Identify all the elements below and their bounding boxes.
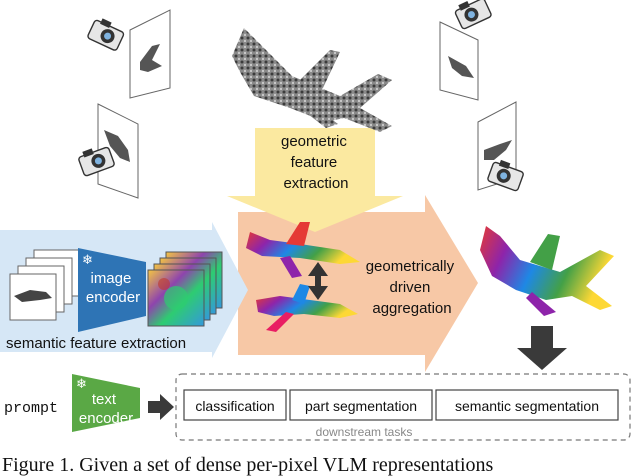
view-bottom-left bbox=[97, 103, 139, 199]
image-encoder-label: image encoder bbox=[86, 270, 140, 306]
task-semantic-segmentation-label: semantic segmentation bbox=[455, 398, 599, 414]
camera-icon bbox=[78, 146, 115, 177]
input-image-stack bbox=[9, 249, 81, 321]
task-classification bbox=[183, 389, 287, 421]
right-arrow-icon bbox=[148, 394, 174, 420]
text-encoder-label: text encoder bbox=[79, 391, 133, 427]
frozen-icon: ❄ bbox=[76, 376, 87, 391]
down-arrow-icon bbox=[517, 326, 567, 370]
segmented-airplane bbox=[480, 226, 614, 316]
double-arrow-icon bbox=[308, 262, 328, 300]
geometric-arrow bbox=[227, 128, 403, 232]
geometric-label: geometric feature extraction bbox=[281, 133, 351, 192]
downstream-label: downstream tasks bbox=[316, 425, 413, 439]
camera-icon bbox=[487, 159, 524, 192]
task-part-segmentation bbox=[289, 389, 433, 421]
camera-icon bbox=[87, 18, 125, 51]
figure-caption: Figure 1. Given a set of dense per-pixel… bbox=[2, 454, 494, 476]
downstream-box bbox=[175, 373, 631, 441]
aggregation-panel bbox=[238, 195, 478, 372]
view-top-left bbox=[129, 9, 171, 99]
image-encoder bbox=[78, 248, 146, 332]
prompt-label: prompt bbox=[4, 400, 58, 417]
text-encoder bbox=[72, 374, 140, 432]
view-top-right bbox=[439, 21, 479, 101]
semantic-feature-label: semantic feature extraction bbox=[6, 335, 186, 352]
aggregation-label: geometrically driven aggregation bbox=[366, 258, 459, 317]
feature-maps bbox=[147, 251, 223, 327]
task-semantic-segmentation bbox=[435, 389, 619, 421]
airplane-features-bottom bbox=[256, 284, 358, 332]
airplane-features-top bbox=[246, 222, 360, 278]
camera-icon bbox=[454, 0, 492, 30]
frozen-icon: ❄ bbox=[82, 252, 93, 267]
task-classification-label: classification bbox=[195, 398, 274, 414]
task-part-segmentation-label: part segmentation bbox=[305, 398, 417, 414]
point-cloud-airplane bbox=[232, 28, 392, 132]
